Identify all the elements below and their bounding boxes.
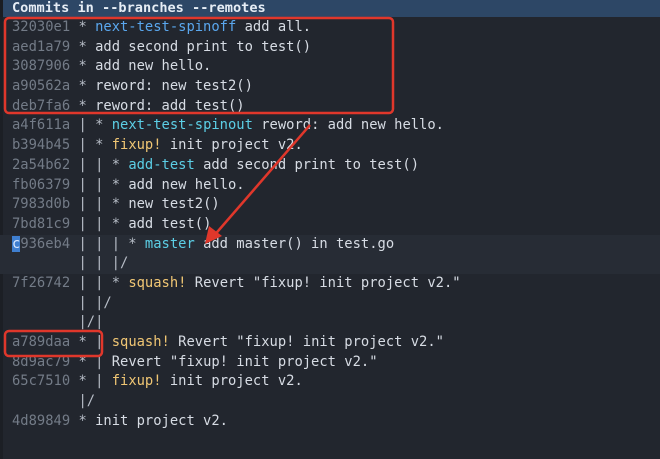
- commit-message: add all.: [236, 19, 312, 35]
- commit-hash: fb06379: [12, 176, 71, 193]
- graph-lines: | | *: [70, 215, 129, 232]
- commit-message: add test(): [128, 215, 212, 232]
- commit-message: Revert "fixup! init project v2.": [111, 353, 378, 370]
- graph-lines: |/: [12, 393, 96, 410]
- graph-lines: *: [70, 97, 96, 114]
- commit-row[interactable]: deb7fa6 * reword: add test(): [0, 97, 660, 117]
- commit-hash: aed1a79: [12, 38, 71, 55]
- commit-row[interactable]: a90562a * reword: new test2(): [0, 77, 660, 97]
- commit-hash: deb7fa6: [12, 97, 71, 114]
- branch-ref: master: [144, 235, 195, 252]
- commit-hash: b394b45: [12, 137, 71, 154]
- panel-title: Commits in --branches --remotes: [12, 0, 266, 16]
- commit-row[interactable]: fb06379 | | * add new hello.: [0, 176, 660, 196]
- commit-row[interactable]: 32030e1 * next-test-spinoff add all.: [0, 18, 660, 38]
- commit-message: Revert "fixup! init project v2.": [169, 334, 444, 350]
- graph-lines: *: [70, 19, 96, 35]
- commit-row[interactable]: b394b45 | * fixup! init project v2.: [0, 136, 660, 156]
- commit-row[interactable]: |/|: [0, 313, 660, 333]
- commit-hash: a4f611a: [12, 117, 71, 134]
- commit-row[interactable]: 7983d0b | | * new test2(): [0, 195, 660, 215]
- commit-message: add second print to test(): [95, 38, 312, 55]
- commit-row[interactable]: |/: [0, 392, 660, 412]
- commit-message: init project v2.: [161, 137, 303, 154]
- commit-row[interactable]: a789daa * | squash! Revert "fixup! init …: [0, 333, 660, 353]
- commit-hash: c936eb4: [12, 235, 71, 252]
- branch-ref: next-test-spinoff: [95, 19, 237, 35]
- graph-lines: * |: [70, 353, 112, 370]
- graph-lines: *: [70, 78, 96, 95]
- commit-row[interactable]: c936eb4 | | | * master add master() in t…: [0, 234, 660, 255]
- branch-ref: next-test-spinout: [111, 117, 253, 134]
- commit-hash: 65c7510: [12, 373, 71, 390]
- commit-row[interactable]: 2a54b62 | | * add-test add second print …: [0, 156, 660, 176]
- commit-row[interactable]: 7bd81c9 | | * add test(): [0, 215, 660, 235]
- commit-row[interactable]: 4d89849 * init project v2.: [0, 412, 660, 432]
- commit-row[interactable]: 65c7510 * | fixup! init project v2.: [0, 372, 660, 392]
- graph-lines: | | |/: [12, 255, 129, 272]
- commit-hash: 7983d0b: [12, 196, 71, 213]
- commit-message: init project v2.: [95, 412, 228, 429]
- commit-prefix: fixup!: [111, 373, 162, 390]
- commit-message: Revert "fixup! init project v2.": [186, 274, 461, 291]
- graph-lines: *: [70, 412, 96, 429]
- commit-hash: 2a54b62: [12, 156, 71, 173]
- graph-lines: *: [70, 38, 96, 55]
- commit-hash: 7bd81c9: [12, 215, 71, 232]
- commit-message: add second print to test(): [194, 156, 420, 173]
- commit-row[interactable]: aed1a79 * add second print to test(): [0, 38, 660, 58]
- commit-prefix: squash!: [128, 274, 187, 291]
- graph-lines: * |: [70, 373, 112, 390]
- graph-lines: *: [70, 58, 96, 75]
- graph-lines: | |/: [12, 294, 112, 311]
- commit-log[interactable]: 32030e1 * next-test-spinoff add all.aed1…: [0, 18, 660, 431]
- commit-prefix: fixup!: [111, 137, 162, 154]
- text-cursor: c: [12, 235, 21, 252]
- commit-message: add master() in test.go: [194, 235, 395, 252]
- graph-lines: | | *: [70, 274, 129, 291]
- branch-ref: add-test: [128, 156, 195, 173]
- graph-lines: | *: [70, 137, 112, 154]
- commit-message: reword: add test(): [95, 97, 245, 114]
- commit-hash: 7f26742: [12, 274, 71, 291]
- commit-hash: 8d9ac79: [12, 353, 71, 370]
- commit-row[interactable]: | |/: [0, 294, 660, 314]
- graph-lines: | | | *: [70, 235, 145, 252]
- graph-lines: |/|: [12, 314, 104, 331]
- commit-hash: a789daa: [12, 334, 71, 350]
- commit-message: reword: new test2(): [95, 78, 253, 95]
- commit-row[interactable]: | | |/: [0, 254, 660, 274]
- commit-hash: 4d89849: [12, 412, 71, 429]
- graph-lines: | | *: [70, 196, 129, 213]
- commit-row[interactable]: 3087906 * add new hello.: [0, 57, 660, 77]
- commit-prefix: squash!: [111, 334, 170, 350]
- commit-row[interactable]: a4f611a | * next-test-spinout reword: ad…: [0, 116, 660, 136]
- commit-message: reword: add new hello.: [252, 117, 444, 134]
- commit-row[interactable]: 8d9ac79 * | Revert "fixup! init project …: [0, 353, 660, 373]
- commit-row[interactable]: 7f26742 | | * squash! Revert "fixup! ini…: [0, 274, 660, 294]
- commit-message: init project v2.: [161, 373, 303, 390]
- panel-header: Commits in --branches --remotes: [0, 0, 660, 17]
- graph-lines: | | *: [70, 156, 129, 173]
- commit-message: add new hello.: [128, 176, 245, 193]
- commit-hash: 3087906: [12, 58, 71, 75]
- graph-lines: | | *: [70, 176, 129, 193]
- commit-hash: a90562a: [12, 78, 71, 95]
- graph-lines: * |: [70, 334, 112, 350]
- commit-message: new test2(): [128, 196, 220, 213]
- hash-rest: 936eb4: [20, 235, 71, 252]
- commit-hash: 32030e1: [12, 19, 71, 35]
- commit-message: add new hello.: [95, 58, 212, 75]
- graph-lines: | *: [70, 117, 112, 134]
